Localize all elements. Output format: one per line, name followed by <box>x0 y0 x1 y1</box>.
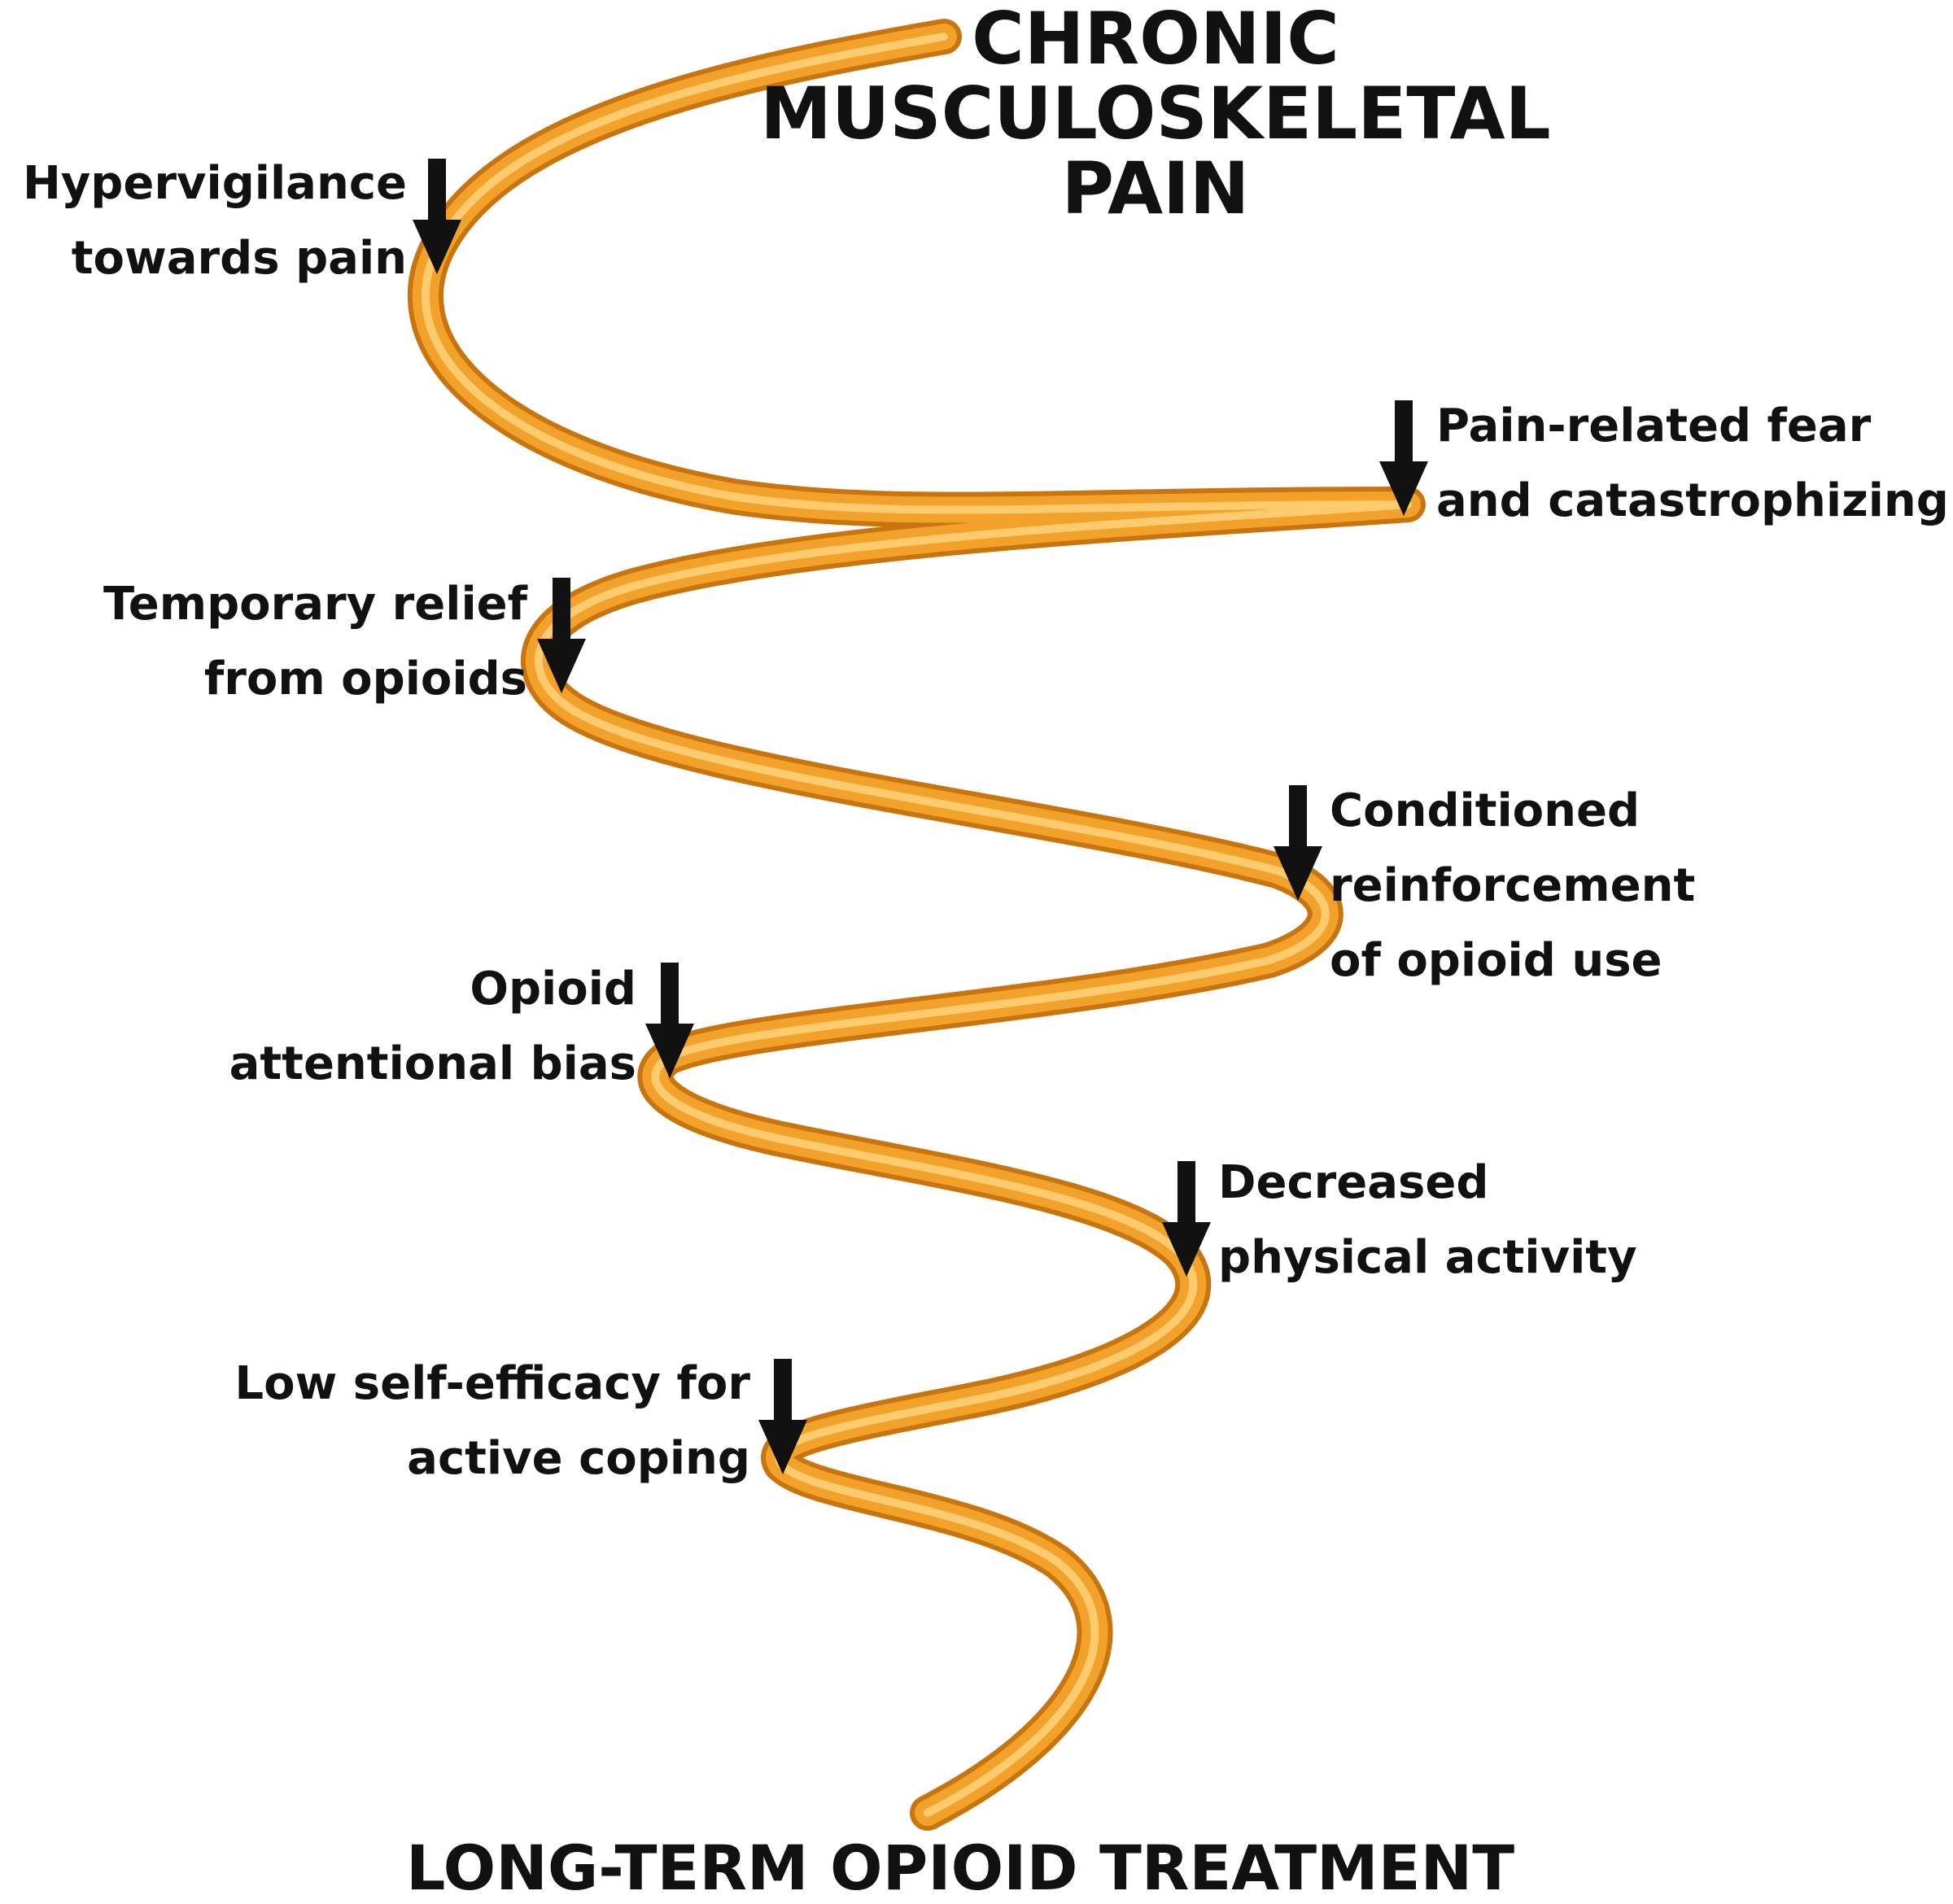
label-line: towards pain <box>71 232 407 285</box>
title-line: CHRONIC <box>972 0 1339 81</box>
label-line: Low self-efficacy for <box>234 1357 750 1410</box>
label-line: reinforcement <box>1330 859 1696 912</box>
label-line: active coping <box>407 1432 750 1485</box>
down-arrow-icon <box>758 1359 807 1474</box>
down-arrow-icon <box>1162 1161 1211 1277</box>
label-line: Temporary relief <box>103 578 527 631</box>
label-pain-fear: Pain-related fear and catastrophizing <box>1436 389 1949 539</box>
spiral-shadow <box>407 19 1426 1831</box>
label-line: from opioids <box>203 653 527 705</box>
label-line: Conditioned <box>1330 784 1641 837</box>
label-temporary-relief: Temporary relief from opioids <box>103 567 527 717</box>
title-line: MUSCULOSKELETAL <box>760 72 1551 155</box>
down-arrow-icon <box>645 963 694 1078</box>
down-arrow-icon <box>413 159 461 274</box>
down-arrow-icon <box>537 578 586 693</box>
arrows <box>413 159 1428 1474</box>
label-line: Opioid <box>470 963 636 1015</box>
spiral-highlight <box>421 33 1412 1817</box>
spiral-ribbon <box>407 19 1426 1831</box>
label-line: of opioid use <box>1330 934 1662 987</box>
label-low-self-efficacy: Low self-efficacy for active coping <box>234 1347 750 1496</box>
down-arrow-icon <box>1379 400 1428 516</box>
bottom-title: LONG-TERM OPIOID TREATMENT <box>405 1832 1515 1904</box>
label-line: Hypervigilance <box>22 157 407 210</box>
diagram-title: CHRONIC MUSCULOSKELETAL PAIN <box>716 3 1595 228</box>
label-hypervigilance: Hypervigilance towards pain <box>23 146 407 296</box>
label-line: and catastrophizing <box>1436 474 1949 527</box>
down-arrow-icon <box>1274 785 1322 901</box>
spiral-body <box>412 24 1421 1826</box>
label-line: physical activity <box>1218 1231 1637 1284</box>
label-line: Pain-related fear <box>1436 400 1872 452</box>
label-attentional-bias: Opioid attentional bias <box>229 952 636 1102</box>
label-line: attentional bias <box>229 1037 636 1090</box>
label-line: Decreased <box>1218 1156 1489 1209</box>
label-conditioned: Conditioned reinforcement of opioid use <box>1330 774 1695 998</box>
title-line: PAIN <box>1061 146 1250 230</box>
label-decreased-activity: Decreased physical activity <box>1218 1146 1637 1295</box>
